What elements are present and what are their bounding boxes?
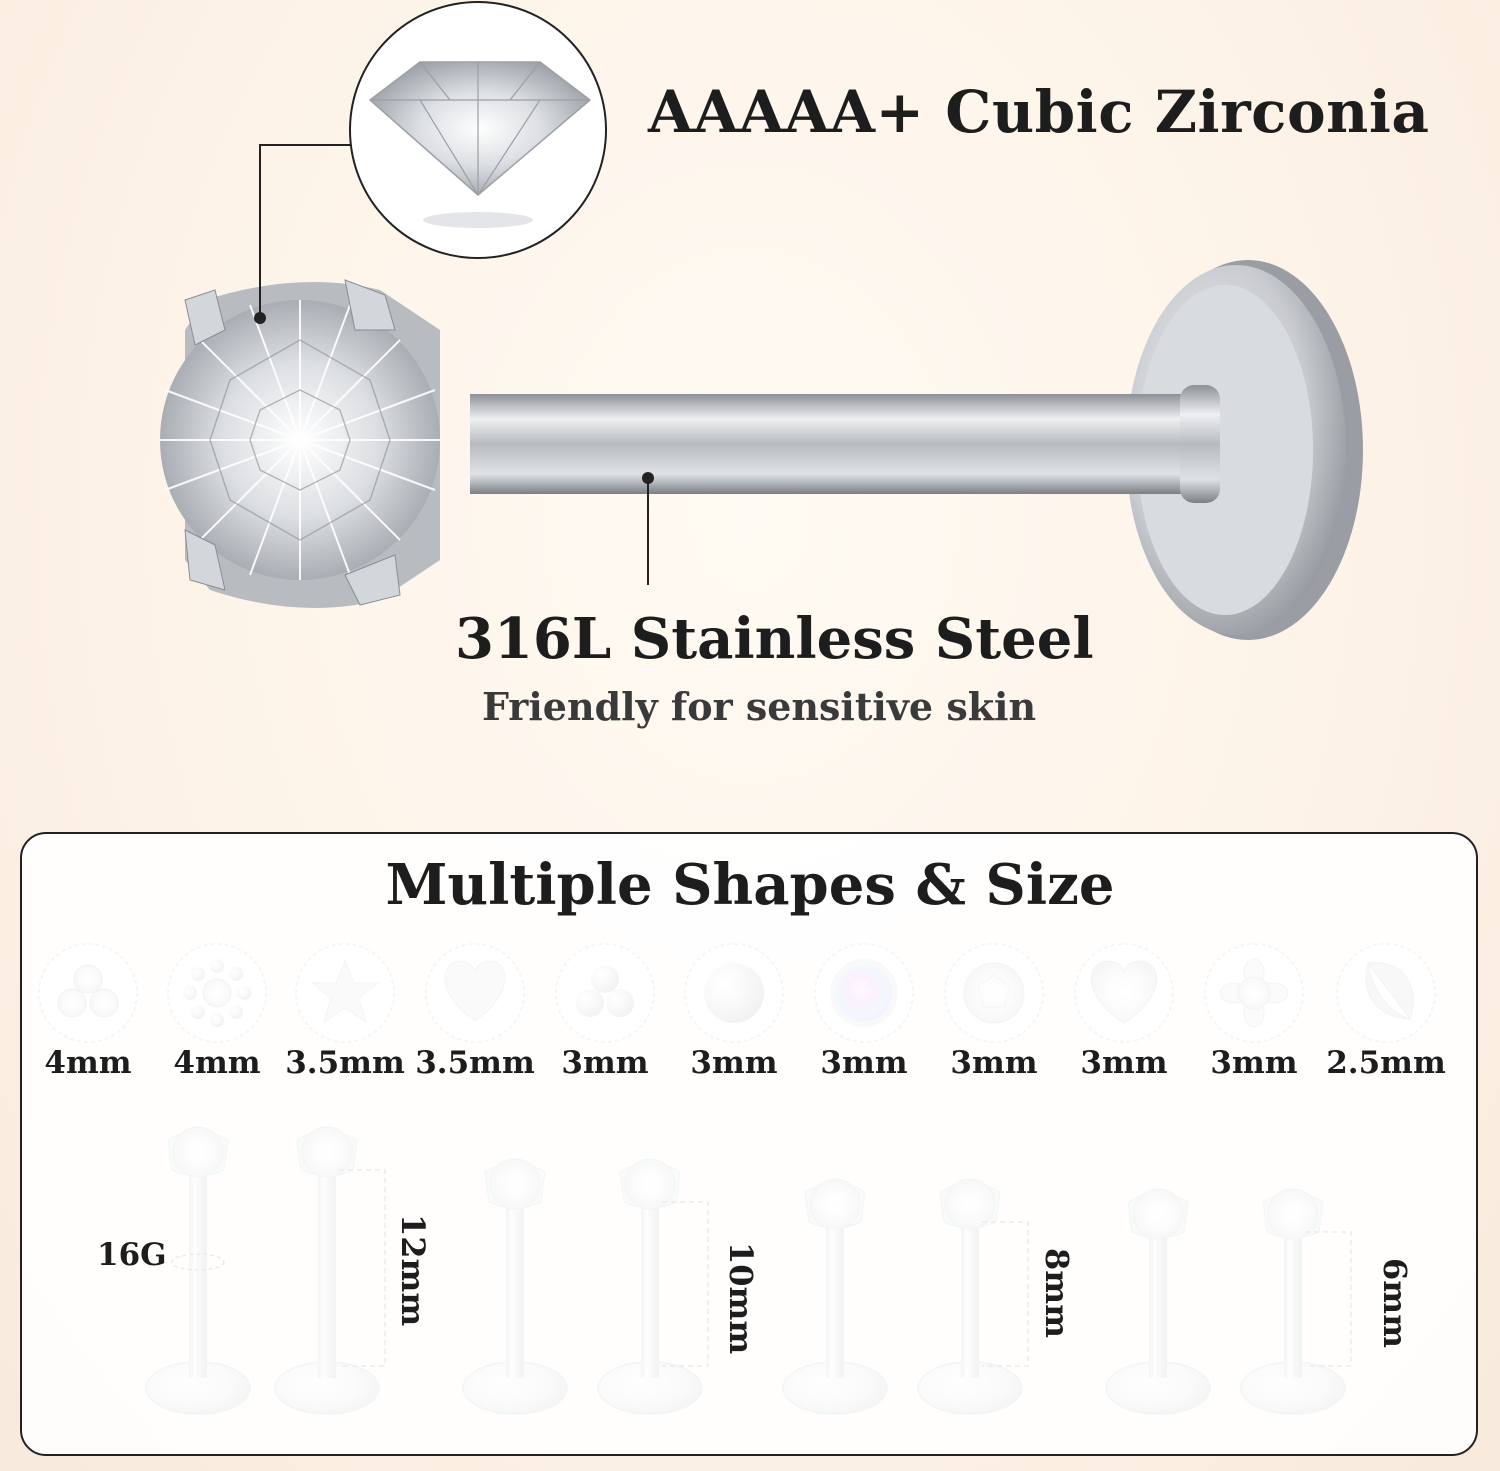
size-label: 2.5mm — [1326, 1045, 1446, 1081]
panel-title: Multiple Shapes & Size — [385, 852, 1115, 918]
length-label: 12mm — [394, 1214, 432, 1327]
zirconia-heading: AAAAA+ Cubic Zirconia — [648, 78, 1430, 146]
zirconia-callout — [254, 1, 607, 324]
steel-subtitle: Friendly for sensitive skin — [482, 684, 1037, 729]
length-label: 10mm — [722, 1242, 760, 1355]
size-label: 3.5mm — [285, 1045, 405, 1081]
size-label: 3mm — [1210, 1045, 1298, 1081]
length-label: 8mm — [1038, 1248, 1076, 1338]
size-label: 3mm — [690, 1045, 778, 1081]
shapes-panel — [20, 832, 1478, 1456]
size-label: 3mm — [950, 1045, 1038, 1081]
steel-callout — [642, 472, 654, 585]
gauge-label: 16G — [97, 1237, 167, 1273]
steel-heading: 316L Stainless Steel — [455, 606, 1094, 672]
size-label: 3mm — [820, 1045, 908, 1081]
size-label: 3.5mm — [415, 1045, 535, 1081]
length-label: 6mm — [1376, 1258, 1414, 1348]
size-label: 3mm — [561, 1045, 649, 1081]
main-labret-illustration — [160, 260, 1363, 640]
size-label: 3mm — [1080, 1045, 1168, 1081]
size-label: 4mm — [44, 1045, 132, 1081]
size-label: 4mm — [173, 1045, 261, 1081]
